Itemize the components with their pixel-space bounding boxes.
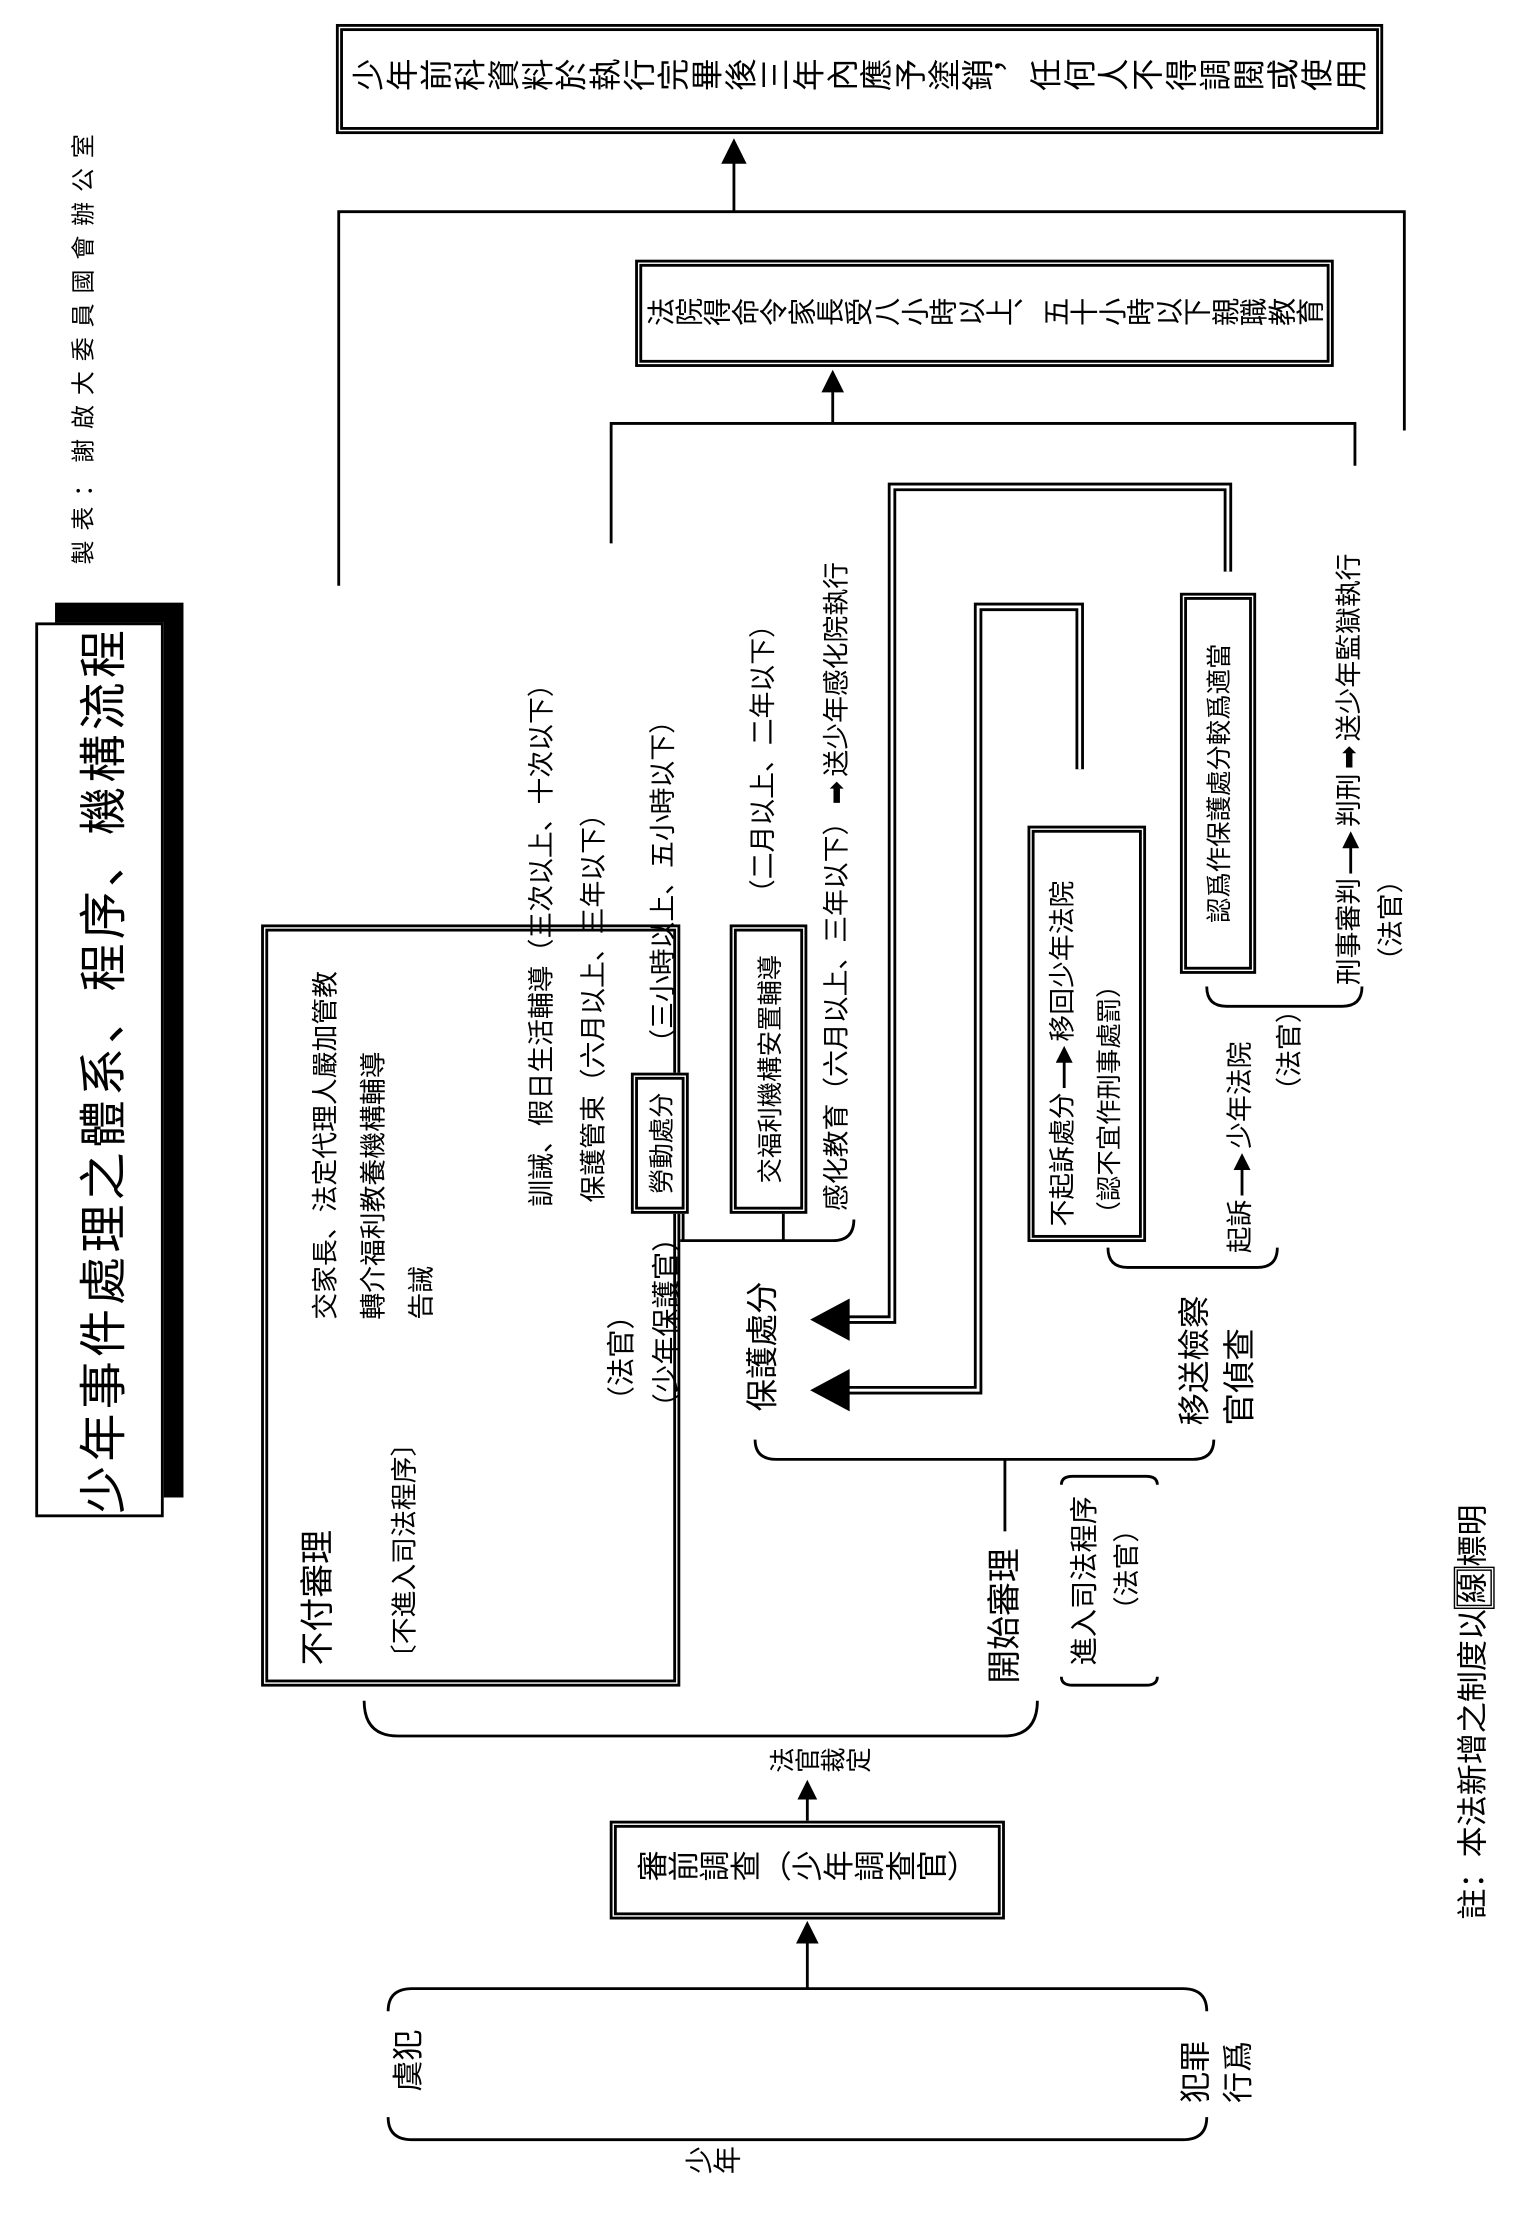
protective-label: 保護處分 — [745, 1281, 782, 1412]
criminal-protective-text: 認爲作保護處分較爲適當 — [1205, 643, 1235, 924]
measure-reformatory-result: 送少年感化院執行 — [821, 562, 853, 777]
brace-decision — [362, 1700, 1039, 1738]
arrowhead-youth — [796, 1920, 819, 1944]
non-prosecution-note: （認不宜作刑事處罰） — [1094, 972, 1125, 1227]
measure-admonition: 訓誡、假日生活輔導（三次以上、十次以下） — [526, 670, 558, 1207]
arrowhead-expungement — [721, 138, 747, 164]
arrowhead-reformatory — [810, 1298, 850, 1341]
arrow-right-icon — [1341, 831, 1359, 874]
frame-line-parent-education — [609, 421, 1357, 544]
protective-actor-judge: （法官） — [604, 1301, 638, 1415]
non-prosecution-box: 不起訴處分 移回少年法院 （認不宜作刑事處罰） — [1027, 825, 1147, 1243]
parent-education-box: 法院得命令家長受八小時以上、五十小時以下親職教育 — [635, 259, 1334, 367]
non-prosecution-row: 不起訴處分 移回少年法院 — [1047, 880, 1079, 1227]
criminal-trial: 刑事審判 — [1333, 877, 1365, 986]
page-title: 少年事件處理之體系、程序、機構流程 — [35, 622, 164, 1518]
measure-welfare-box: 交福利機構安置輔導 — [729, 924, 808, 1214]
non-prosecution-label: 不起訴處分 — [1047, 1092, 1079, 1227]
expungement-box: 少年前科資料於執行完畢後三年內應予塗銷，任何人不得調閱或使用 — [335, 23, 1384, 135]
criminal-protective-box: 認爲作保護處分較爲適當 — [1179, 592, 1257, 974]
trial-label: 開始審理 — [985, 1548, 1025, 1684]
brace-trial — [753, 1439, 1216, 1461]
double-line-symbol: 線 — [1453, 1566, 1495, 1609]
measure-reformatory-row: 感化教育（六月以上、三年以下） ➡ 送少年感化院執行 — [818, 562, 853, 1211]
indictment-result: 少年法院 — [1225, 1041, 1257, 1149]
footnote-prefix: 註：本法新增之制度以 — [1456, 1608, 1492, 1920]
brace-criminal — [1205, 986, 1364, 1008]
no-trial-option: 交家長、法定代理人嚴加管教 — [310, 971, 342, 1320]
measure-labor: 勞動處分 — [647, 1092, 677, 1195]
criminal-result: 送少年監獄執行 — [1333, 553, 1365, 742]
non-prosecution-result: 移回少年法院 — [1047, 880, 1079, 1042]
prosecution-label-line1: 移送檢察 — [1177, 1295, 1214, 1426]
expungement-text: 少年前科資料於執行完畢後三年內應予塗銷，任何人不得調閱或使用 — [351, 60, 1368, 98]
page-title-text: 少年事件處理之體系、程序、機構流程 — [76, 625, 133, 1514]
judge-decision-label: 法官裁定 — [769, 1747, 871, 1777]
measure-labor-detail: （三小時以上、五小時以下） — [647, 707, 679, 1056]
arrowhead-pretrial — [797, 1779, 818, 1800]
no-trial-note: 〔不進入司法程序〕 — [389, 1429, 421, 1672]
brace-prosecution — [1106, 1247, 1279, 1269]
footnote: 註：本法新增之制度以線標明 — [1453, 1504, 1495, 1920]
protective-actor-officer: （少年保護官） — [649, 1223, 684, 1422]
trial-note-actor: （法官） — [1112, 1515, 1144, 1624]
brace-youth-right — [386, 1987, 1209, 2012]
brace-youth-left — [386, 2117, 1209, 2142]
arrowhead-parent-education — [821, 369, 845, 393]
arrowhead-return — [810, 1369, 850, 1412]
offense-label-line1: 犯罪 — [1179, 2040, 1216, 2103]
criminal-row: 刑事審判 判刑 ➡ 送少年監獄執行 — [1330, 553, 1365, 986]
prosecution-label-line2: 官偵查 — [1222, 1328, 1259, 1426]
arrow-right-icon — [1232, 1153, 1250, 1196]
no-trial-label: 不付審理 — [297, 1529, 338, 1666]
measure-reformatory: 感化教育（六月以上、三年以下） — [821, 808, 853, 1211]
pre-trial-label: 審前調查（少年調查官） — [636, 1851, 979, 1888]
indictment-label: 起訴 — [1225, 1199, 1257, 1254]
offense-label-line2: 行爲 — [1222, 2040, 1258, 2103]
parent-education-text: 法院得命令家長受八小時以上、五十小時以下親職教育 — [645, 297, 1324, 331]
footnote-suffix: 標明 — [1456, 1504, 1492, 1567]
no-trial-option: 轉介福利教養機構輔導 — [358, 1051, 390, 1320]
measure-welfare: 交福利機構安置輔導 — [755, 954, 786, 1184]
bracket-judicial-right — [1059, 1474, 1159, 1485]
trial-note: 進入司法程序 — [1067, 1496, 1101, 1666]
frame-line-expungement — [337, 210, 1406, 586]
bold-arrow-icon: ➡ — [1330, 745, 1365, 770]
bold-arrow-icon: ➡ — [818, 780, 853, 805]
criminal-actor: （法官） — [1376, 866, 1408, 974]
author-note: 製表：謝啟大委員國會辦公室 — [70, 124, 99, 565]
arrow-right-icon — [1055, 1045, 1073, 1089]
indictment-row: 起訴少年法院 — [1225, 1041, 1257, 1254]
no-trial-option: 告誡 — [406, 1265, 438, 1320]
criminal-sentence: 判刑 — [1333, 773, 1365, 828]
double-line-inner — [846, 485, 1230, 1322]
bracket-judicial-left — [1059, 1676, 1159, 1687]
indictment-actor: （法官） — [1274, 996, 1306, 1104]
status-offense-label: 虞犯 — [392, 2029, 428, 2092]
measure-probation: 保護管束（六月以上、三年以下） — [578, 800, 610, 1203]
youth-label: 少年 — [684, 2145, 741, 2180]
double-line-inner — [846, 605, 1082, 1392]
measure-welfare-detail: （二月以上、二年以下） — [748, 611, 780, 907]
measure-labor-box: 勞動處分 — [630, 1072, 689, 1214]
pre-trial-investigation-box: 審前調查（少年調查官） — [609, 1820, 1005, 1920]
